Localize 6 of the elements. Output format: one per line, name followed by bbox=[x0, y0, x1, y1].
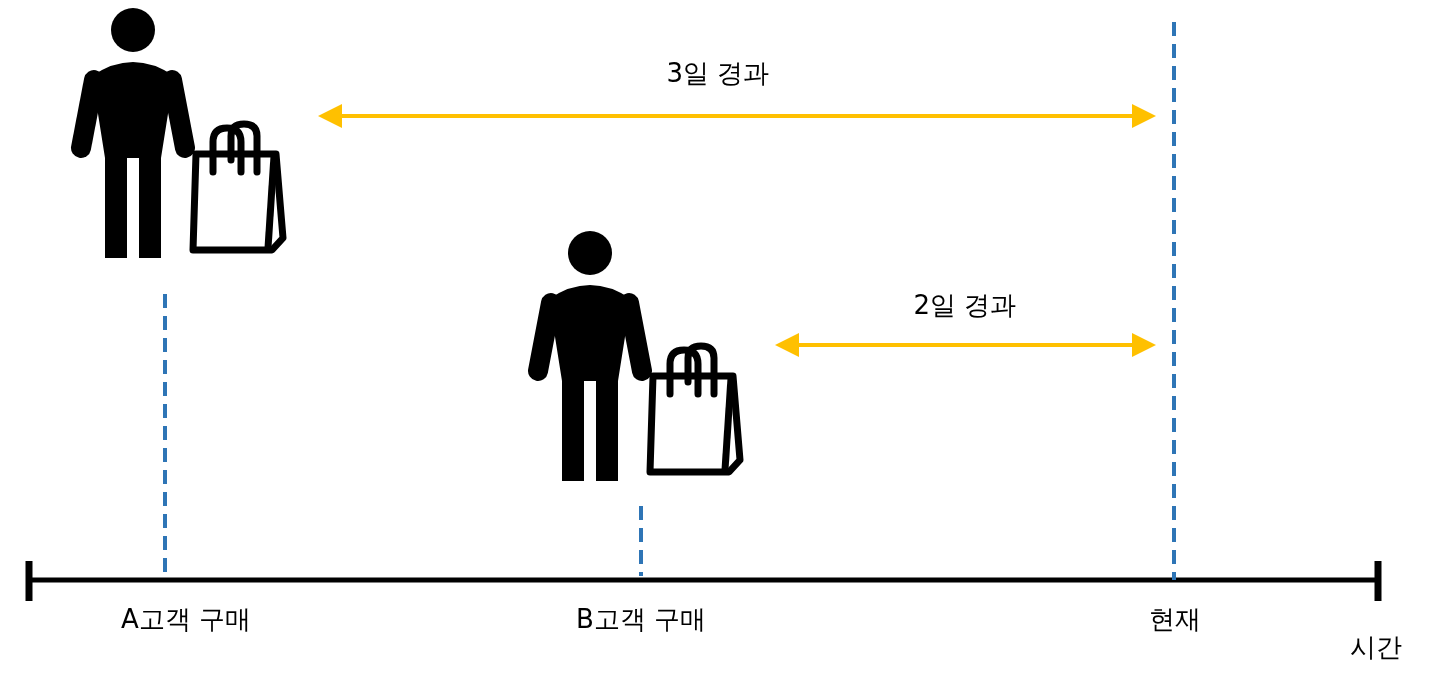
time-point-label: 현재 bbox=[1149, 604, 1201, 636]
duration-label: 2일 경과 bbox=[913, 290, 1017, 322]
axis-label: 시간 bbox=[1350, 632, 1402, 664]
duration-label: 3일 경과 bbox=[666, 58, 770, 90]
time-point-label: B고객 구매 bbox=[575, 604, 707, 636]
time-point-label: A고객 구매 bbox=[120, 604, 252, 636]
